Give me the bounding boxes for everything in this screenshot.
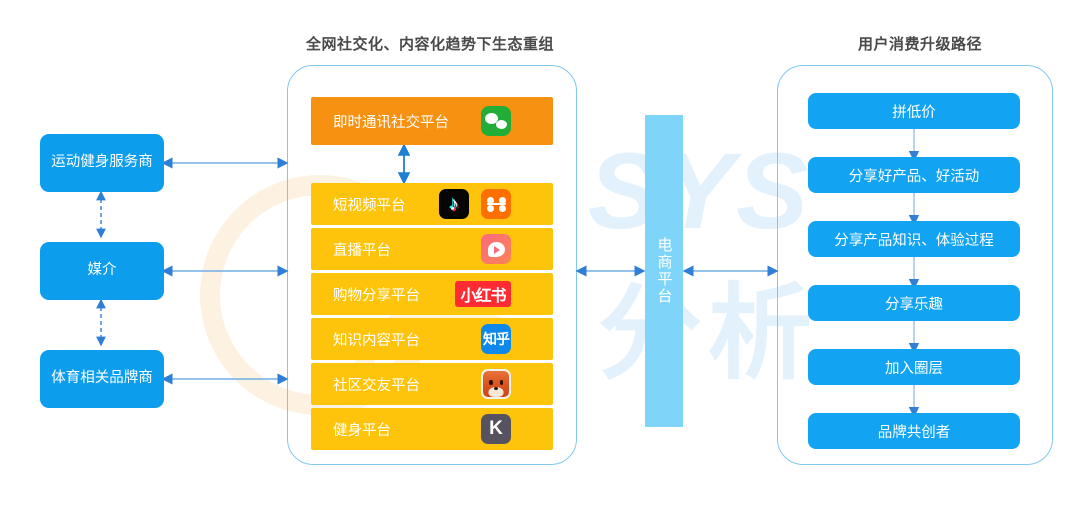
platform-row-community-social[interactable]: 社区交友平台 [311, 363, 553, 405]
left-item-label: 运动健身服务商 [51, 154, 153, 171]
keep-k-glyph: K [489, 418, 503, 439]
step-label: 拼低价 [892, 104, 936, 121]
platform-row-knowledge-content[interactable]: 知识内容平台 知乎 [311, 318, 553, 360]
left-item-label: 体育相关品牌商 [51, 370, 153, 387]
left-item-sports-related-brand[interactable]: 体育相关品牌商 [40, 350, 164, 408]
right-panel-frame [777, 65, 1053, 465]
step-label: 分享乐趣 [885, 296, 943, 313]
left-item-label: 媒介 [87, 262, 117, 279]
xiaohongshu-icon: 小红书 [455, 281, 511, 307]
platform-row-shopping-share[interactable]: 购物分享平台 小红书 [311, 273, 553, 315]
step-label: 品牌共创者 [877, 424, 951, 441]
zhihu-icon: 知乎 [481, 324, 511, 354]
left-item-sports-fitness-service-provider[interactable]: 运动健身服务商 [40, 134, 164, 192]
step-box-brand-co-creator[interactable]: 品牌共创者 [808, 413, 1020, 449]
platform-row-icons: K [481, 414, 511, 444]
ecommerce-platform-label: 电商平台 [655, 237, 673, 305]
platform-row-icons: ♪ [439, 189, 511, 219]
platform-row-live-streaming[interactable]: 直播平台 [311, 228, 553, 270]
kuaishou-icon [481, 189, 511, 219]
step-box-share-knowledge-experience[interactable]: 分享产品知识、体验过程 [808, 221, 1020, 257]
platform-row-fitness[interactable]: 健身平台 K [311, 408, 553, 450]
center-panel-frame [287, 65, 577, 465]
platform-row-short-video[interactable]: 短视频平台 ♪ [311, 183, 553, 225]
right-section-title: 用户消费升级路径 [857, 36, 982, 53]
step-label: 分享产品知识、体验过程 [834, 232, 994, 249]
platform-row-label: 即时通讯社交平台 [333, 114, 449, 131]
douyin-icon: ♪ [439, 189, 469, 219]
platform-row-im-social[interactable]: 即时通讯社交平台 [311, 97, 553, 145]
platform-row-label: 健身平台 [333, 422, 391, 439]
step-box-share-products-activities[interactable]: 分享好产品、好活动 [808, 157, 1020, 193]
platform-row-icons [481, 369, 511, 399]
left-item-media[interactable]: 媒介 [40, 242, 164, 300]
platform-row-label: 购物分享平台 [333, 287, 420, 304]
douyin-note-glyph: ♪ [449, 193, 459, 215]
platform-row-icons [481, 106, 511, 136]
keep-icon: K [481, 414, 511, 444]
live-streaming-icon [481, 234, 511, 264]
wechat-icon [481, 106, 511, 136]
platform-row-icons: 知乎 [481, 324, 511, 354]
platform-row-icons: 小红书 [455, 281, 511, 307]
step-box-join-circle[interactable]: 加入圈层 [808, 349, 1020, 385]
step-label: 加入圈层 [885, 360, 943, 377]
platform-row-icons [481, 234, 511, 264]
platform-row-label: 直播平台 [333, 242, 391, 259]
platform-row-label: 短视频平台 [333, 197, 406, 214]
step-box-low-price[interactable]: 拼低价 [808, 93, 1020, 129]
soul-fox-icon [481, 369, 511, 399]
step-box-share-fun[interactable]: 分享乐趣 [808, 285, 1020, 321]
center-section-title: 全网社交化、内容化趋势下生态重组 [305, 36, 554, 53]
step-label: 分享好产品、好活动 [848, 168, 980, 185]
platform-row-label: 知识内容平台 [333, 332, 420, 349]
platform-row-label: 社区交友平台 [333, 377, 420, 394]
ecommerce-platform-bar[interactable]: 电商平台 [645, 115, 683, 427]
